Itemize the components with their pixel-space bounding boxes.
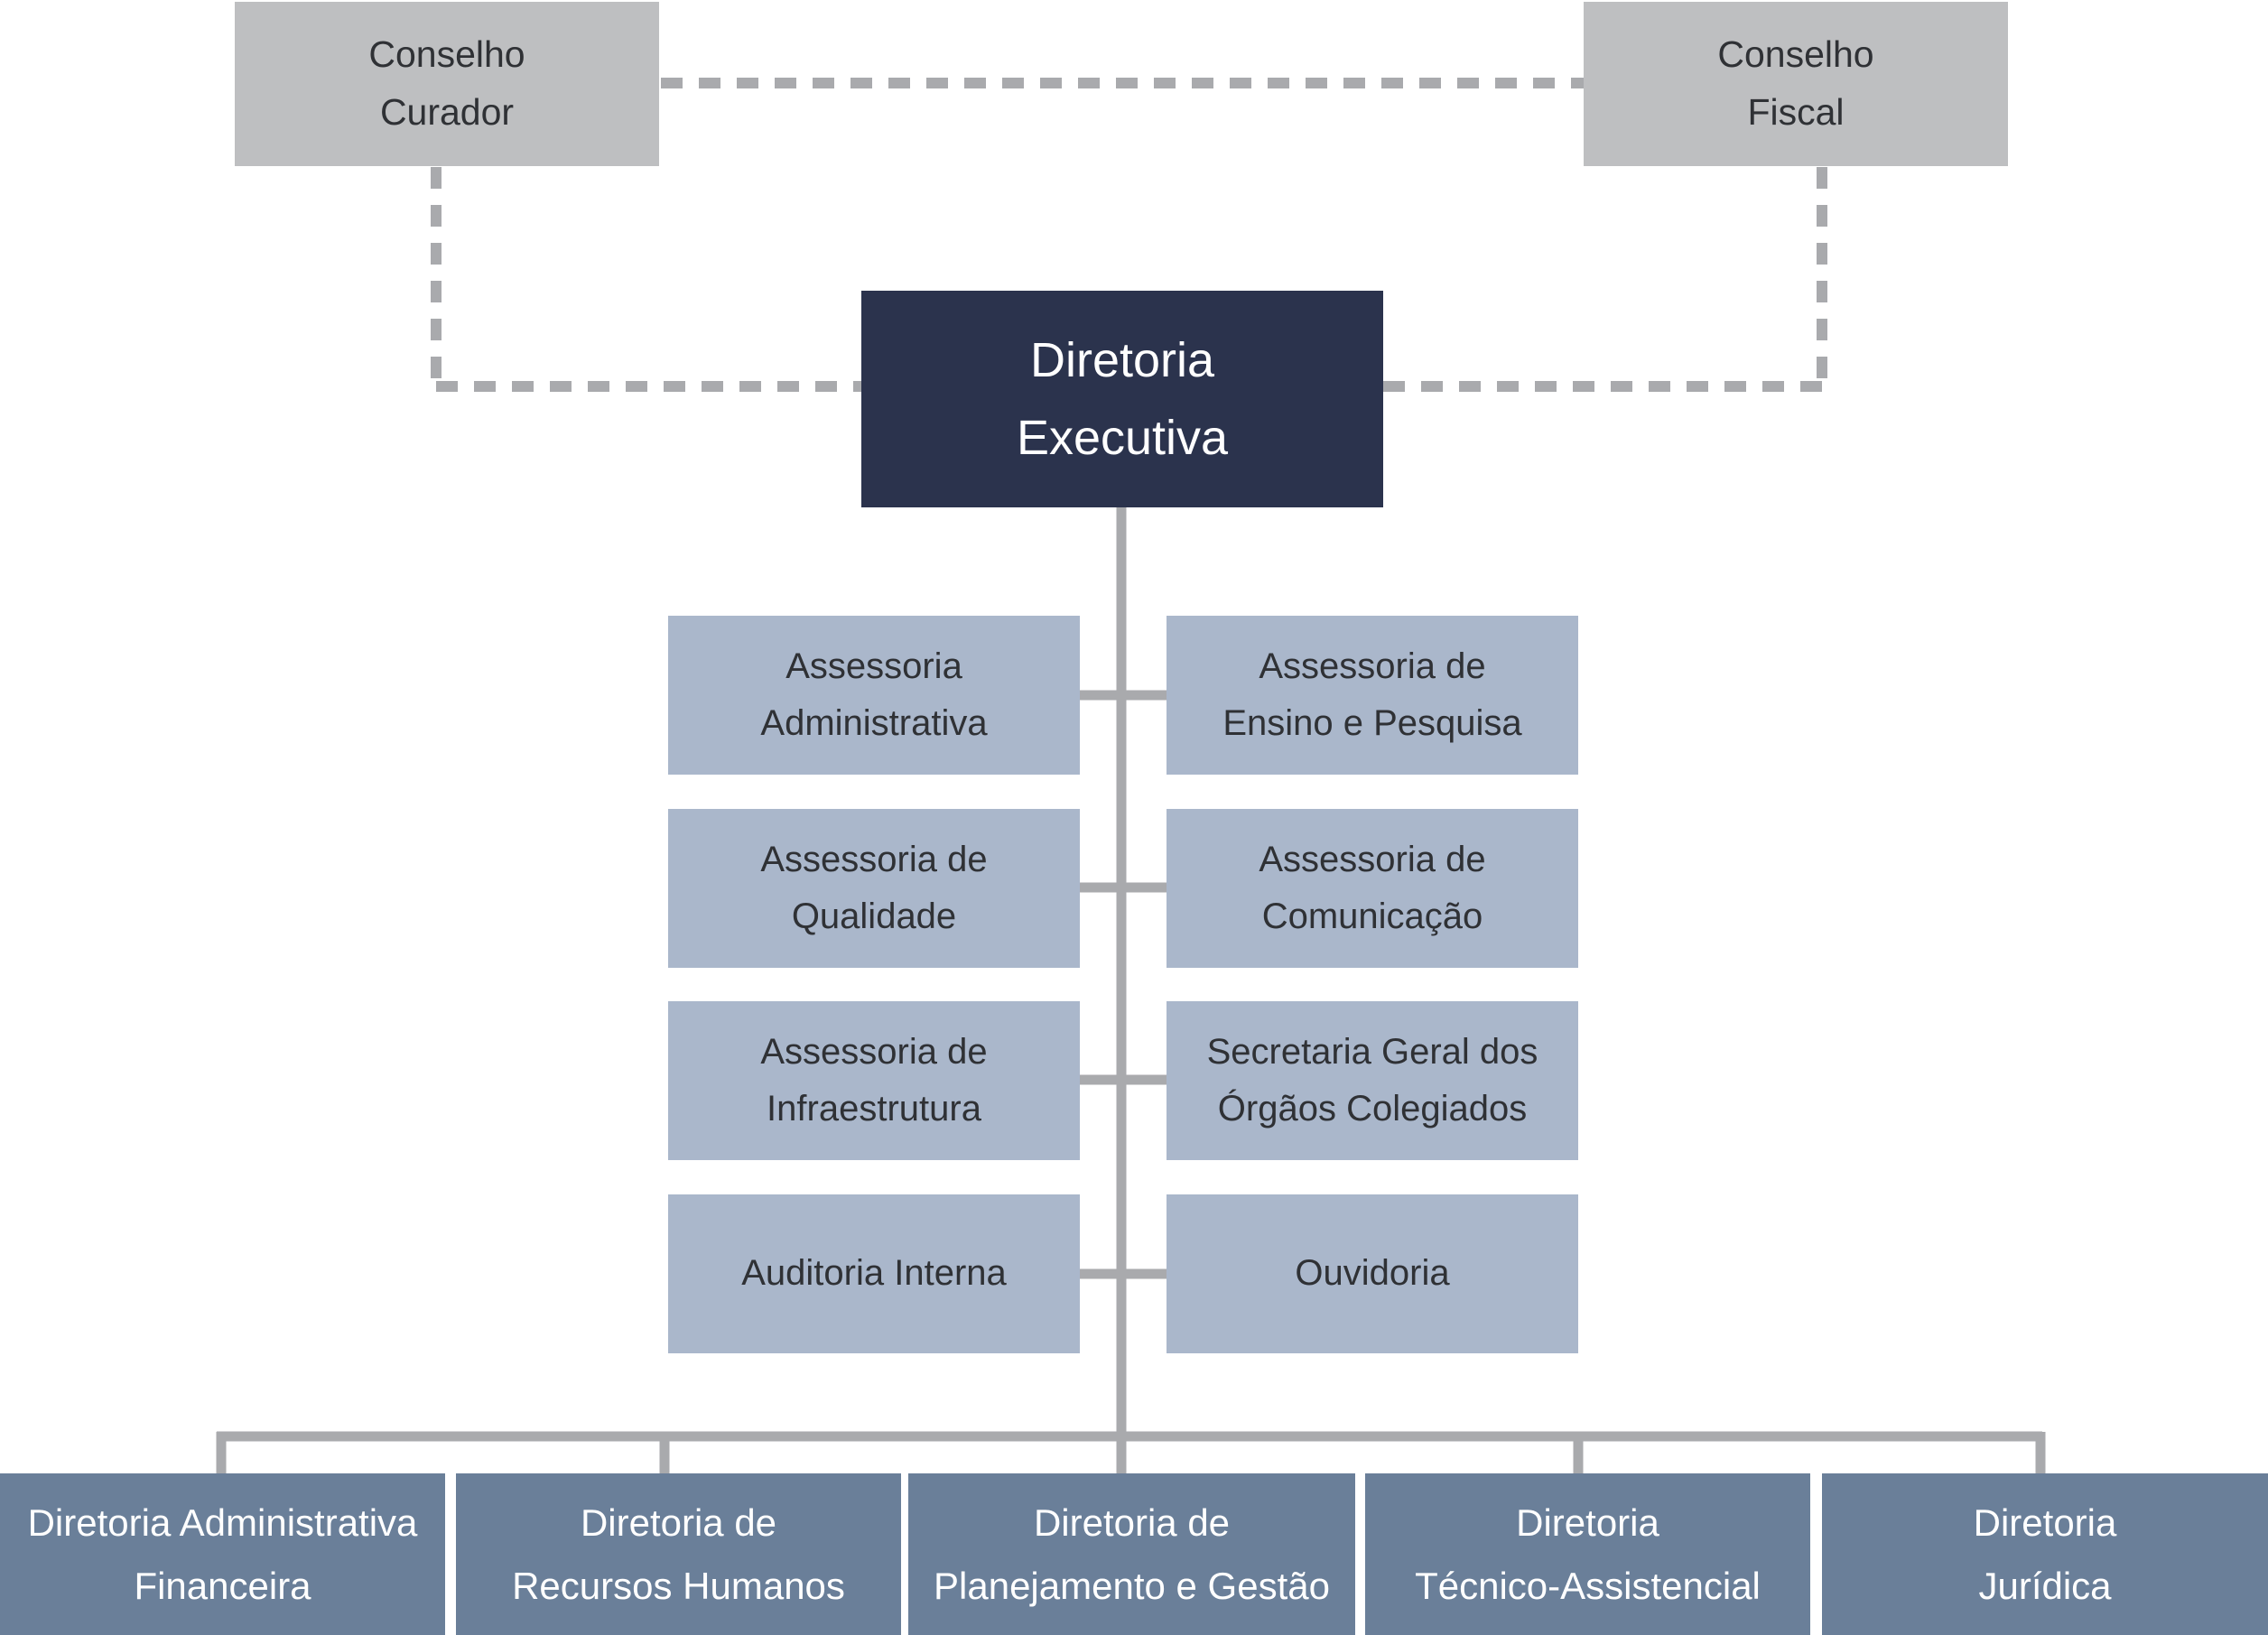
diretoria-tecnico-assistencial-box[interactable]: Diretoria Técnico-Assistencial xyxy=(1365,1473,1810,1635)
conselho-curador-line1: Conselho xyxy=(368,33,525,76)
auditoria-interna-box[interactable]: Auditoria Interna xyxy=(668,1194,1080,1353)
diretoria-juridica-line2: Jurídica xyxy=(1978,1564,2112,1607)
assessoria-comunicacao-line1: Assessoria de xyxy=(1259,839,1486,879)
secretaria-geral-box[interactable]: Secretaria Geral dos Órgãos Colegiados xyxy=(1167,1001,1578,1160)
assessoria-ensino-pesquisa-line1: Assessoria de xyxy=(1259,646,1486,686)
assessoria-ensino-pesquisa-box[interactable]: Assessoria de Ensino e Pesquisa xyxy=(1167,616,1578,775)
diretoria-planejamento-gestao-line2: Planejamento e Gestão xyxy=(934,1564,1330,1607)
assessoria-comunicacao-line2: Comunicação xyxy=(1261,896,1483,936)
ouvidoria-box[interactable]: Ouvidoria xyxy=(1167,1194,1578,1353)
diretoria-juridica-box[interactable]: Diretoria Jurídica xyxy=(1822,1473,2268,1635)
diretoria-juridica-line1: Diretoria xyxy=(1973,1501,2117,1545)
diretoria-administrativa-financeira-line1: Diretoria Administrativa xyxy=(27,1501,418,1545)
assessoria-ensino-pesquisa-line2: Ensino e Pesquisa xyxy=(1222,703,1522,743)
assessoria-infraestrutura-box[interactable]: Assessoria de Infraestrutura xyxy=(668,1001,1080,1160)
diretoria-executiva-line2: Executiva xyxy=(1016,411,1229,465)
secretaria-geral-line1: Secretaria Geral dos xyxy=(1206,1031,1538,1072)
conselho-curador-box[interactable]: Conselho Curador xyxy=(235,2,659,166)
conselho-fiscal-box[interactable]: Conselho Fiscal xyxy=(1584,2,2008,166)
assessoria-administrativa-box[interactable]: Assessoria Administrativa xyxy=(668,616,1080,775)
diretoria-tecnico-assistencial-line1: Diretoria xyxy=(1516,1501,1659,1545)
diretoria-planejamento-gestao-line1: Diretoria de xyxy=(1033,1501,1231,1545)
ouvidoria-label: Ouvidoria xyxy=(1295,1253,1450,1294)
diretoria-executiva-box[interactable]: Diretoria Executiva xyxy=(861,291,1383,507)
assessoria-comunicacao-box[interactable]: Assessoria de Comunicação xyxy=(1167,809,1578,968)
diretoria-planejamento-gestao-box[interactable]: Diretoria de Planejamento e Gestão xyxy=(908,1473,1355,1635)
diretoria-recursos-humanos-line2: Recursos Humanos xyxy=(512,1564,845,1607)
assessoria-administrativa-line1: Assessoria xyxy=(785,646,962,686)
diretoria-executiva-line1: Diretoria xyxy=(1029,332,1215,387)
conselho-fiscal-line1: Conselho xyxy=(1717,33,1874,76)
diretoria-recursos-humanos-box[interactable]: Diretoria de Recursos Humanos xyxy=(456,1473,901,1635)
auditoria-interna-label: Auditoria Interna xyxy=(741,1253,1007,1294)
diretoria-administrativa-financeira-line2: Financeira xyxy=(134,1564,311,1607)
assessoria-qualidade-line1: Assessoria de xyxy=(760,839,988,879)
assessoria-infraestrutura-line2: Infraestrutura xyxy=(767,1089,981,1129)
assessoria-qualidade-box[interactable]: Assessoria de Qualidade xyxy=(668,809,1080,968)
assessoria-administrativa-line2: Administrativa xyxy=(760,703,988,743)
secretaria-geral-line2: Órgãos Colegiados xyxy=(1217,1089,1528,1129)
conselho-fiscal-line2: Fiscal xyxy=(1747,91,1845,133)
diretoria-recursos-humanos-line1: Diretoria de xyxy=(580,1501,777,1545)
assessoria-qualidade-line2: Qualidade xyxy=(791,896,957,936)
conselho-curador-line2: Curador xyxy=(379,91,515,133)
assessoria-infraestrutura-line1: Assessoria de xyxy=(760,1031,988,1072)
diretoria-tecnico-assistencial-line2: Técnico-Assistencial xyxy=(1415,1564,1761,1607)
diretoria-administrativa-financeira-box[interactable]: Diretoria Administrativa Financeira xyxy=(0,1473,445,1635)
